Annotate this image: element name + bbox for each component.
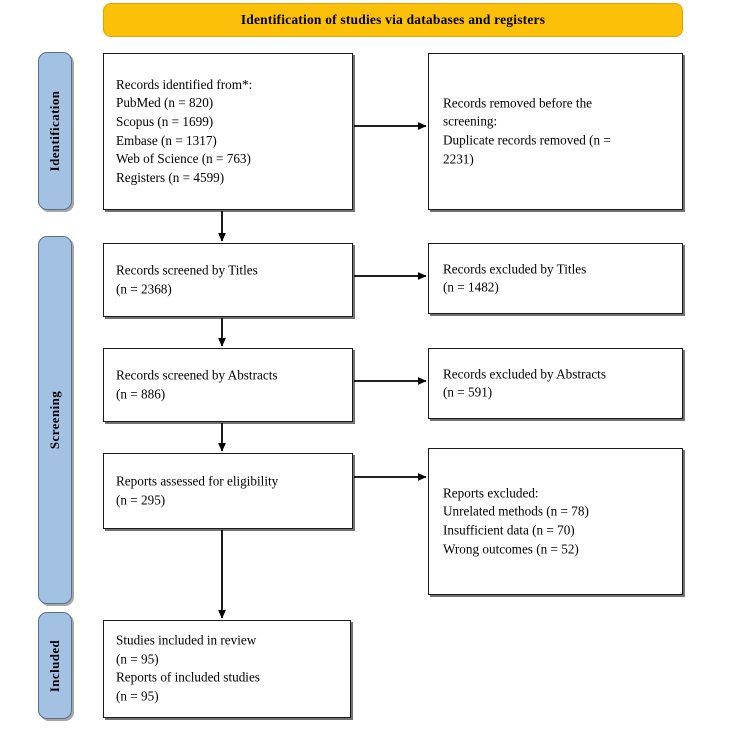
stage-label-screening-text: Screening — [47, 390, 62, 450]
box-records-identified-text: Records identified from*: PubMed (n = 82… — [116, 76, 253, 185]
box-records-screened-abstracts: Records screened by Abstracts (n = 886) — [103, 348, 353, 422]
box-records-screened-titles-text: Records screened by Titles (n = 2368) — [116, 262, 258, 296]
box-reports-excluded: Reports excluded: Unrelated methods (n =… — [428, 448, 683, 595]
stage-label-screening: Screening — [38, 236, 72, 604]
box-studies-included: Studies included in review (n = 95) Repo… — [103, 620, 351, 718]
box-reports-assessed-eligibility: Reports assessed for eligibility (n = 29… — [103, 453, 353, 529]
stage-label-included: Included — [38, 612, 72, 719]
stage-label-identification-text: Identification — [47, 90, 62, 172]
stage-label-identification: Identification — [38, 52, 72, 210]
box-records-excluded-abstracts-text: Records excluded by Abstracts (n = 591) — [443, 365, 606, 400]
box-records-screened-abstracts-text: Records screened by Abstracts (n = 886) — [116, 367, 278, 401]
box-records-identified: Records identified from*: PubMed (n = 82… — [103, 53, 353, 210]
header-title: Identification of studies via databases … — [240, 12, 546, 27]
box-records-excluded-titles-text: Records excluded by Titles (n = 1482) — [443, 260, 587, 295]
box-records-removed-text: Records removed before the screening: Du… — [443, 95, 611, 167]
box-reports-excluded-text: Reports excluded: Unrelated methods (n =… — [443, 485, 589, 557]
box-records-excluded-abstracts: Records excluded by Abstracts (n = 591) — [428, 348, 683, 419]
box-records-screened-titles: Records screened by Titles (n = 2368) — [103, 243, 353, 317]
header-banner: Identification of studies via databases … — [103, 3, 683, 37]
stage-label-included-text: Included — [47, 639, 62, 692]
box-studies-included-text: Studies included in review (n = 95) Repo… — [116, 632, 260, 704]
box-reports-assessed-eligibility-text: Reports assessed for eligibility (n = 29… — [116, 473, 279, 507]
box-records-removed: Records removed before the screening: Du… — [428, 53, 683, 210]
box-records-excluded-titles: Records excluded by Titles (n = 1482) — [428, 243, 683, 314]
